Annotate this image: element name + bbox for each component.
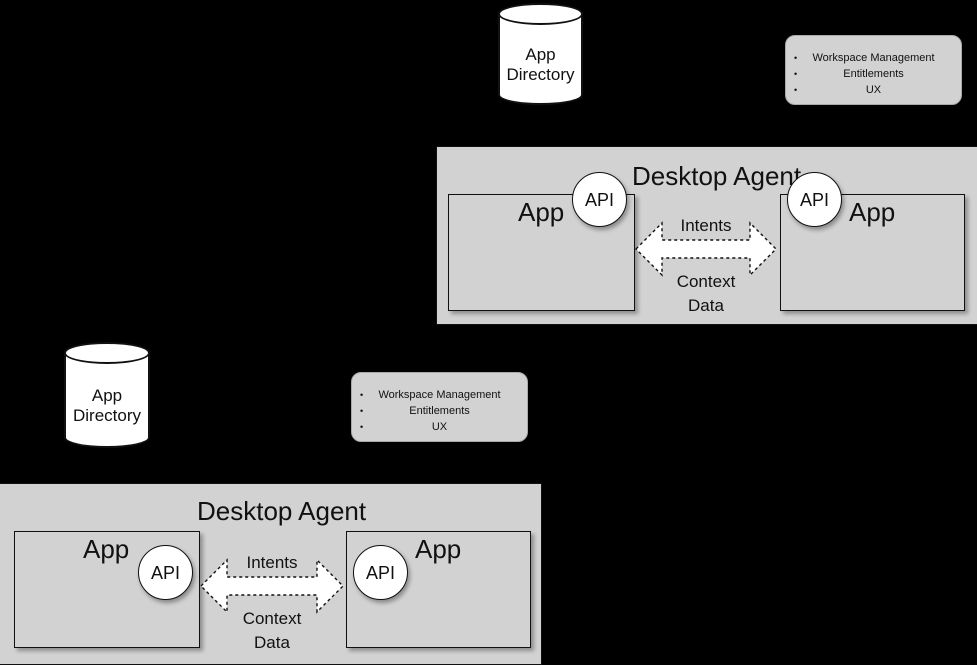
- app-directory-label-line2: Directory: [72, 406, 141, 425]
- capabilities-panel: Workspace Management Entitlements UX: [351, 372, 528, 442]
- intents-label: Intents: [246, 553, 298, 572]
- capabilities-to-api-arrow-line: [814, 106, 817, 164]
- capabilities-list-item: Entitlements: [786, 66, 961, 82]
- intents-context-double-arrow: [635, 218, 777, 280]
- cylinder-body: [64, 351, 150, 448]
- context-label-line1: Context: [242, 609, 302, 628]
- api-circle-right-label: API: [799, 189, 829, 210]
- app-label-left: App: [83, 534, 130, 564]
- cylinder-top-ellipse: [64, 342, 150, 364]
- api-circle-left-label: API: [150, 562, 180, 583]
- capabilities-list-item: UX: [786, 82, 961, 98]
- capabilities-list-item: UX: [352, 419, 527, 435]
- cylinder-body: [498, 12, 583, 105]
- api-circle-right[interactable]: API: [787, 172, 842, 227]
- intents-label: Intents: [680, 216, 732, 235]
- context-label-line1: Context: [676, 272, 736, 291]
- api-circle-left-label: API: [584, 189, 614, 210]
- capabilities-list-item: Workspace Management: [786, 50, 961, 66]
- context-label-line2: Data: [688, 296, 724, 315]
- app-label-left: App: [518, 197, 565, 227]
- api-circle-right-label: API: [365, 562, 395, 583]
- context-label-line2: Data: [254, 633, 290, 652]
- double-arrow-svg: [200, 558, 344, 614]
- double-arrow-svg: [635, 221, 777, 277]
- cylinder-top-ellipse: [498, 3, 583, 25]
- fdc3-architecture-diagram-top: App Directory Workspace Management Entit…: [0, 0, 977, 330]
- app-directory-label-line2: Directory: [506, 65, 575, 84]
- directory-to-api-arrow-line: [599, 106, 602, 164]
- capabilities-list: Workspace Management Entitlements UX: [352, 373, 527, 435]
- app-directory-label-line1: App: [525, 45, 556, 64]
- app-label-right: App: [849, 197, 896, 227]
- api-circle-left[interactable]: API: [572, 172, 627, 227]
- double-arrow-shape: [200, 558, 344, 614]
- intents-context-double-arrow: [200, 555, 344, 617]
- capabilities-list-item: Workspace Management: [352, 387, 527, 403]
- api-circle-right[interactable]: API: [353, 545, 408, 600]
- app-directory-label-line1: App: [91, 386, 123, 405]
- double-arrow-shape: [635, 221, 777, 277]
- fdc3-architecture-diagram-bottom: App Directory Workspace Management Entit…: [0, 335, 977, 665]
- api-circle-left[interactable]: API: [138, 545, 193, 600]
- desktop-agent-title: Desktop Agent: [632, 161, 802, 191]
- app-directory-cylinder: App Directory: [498, 3, 583, 105]
- desktop-agent-title: Desktop Agent: [197, 496, 367, 526]
- capabilities-list: Workspace Management Entitlements UX: [786, 36, 961, 98]
- app-directory-cylinder: App Directory: [64, 342, 150, 448]
- capabilities-panel: Workspace Management Entitlements UX: [785, 35, 962, 105]
- capabilities-list-item: Entitlements: [352, 403, 527, 419]
- app-label-right: App: [415, 534, 462, 564]
